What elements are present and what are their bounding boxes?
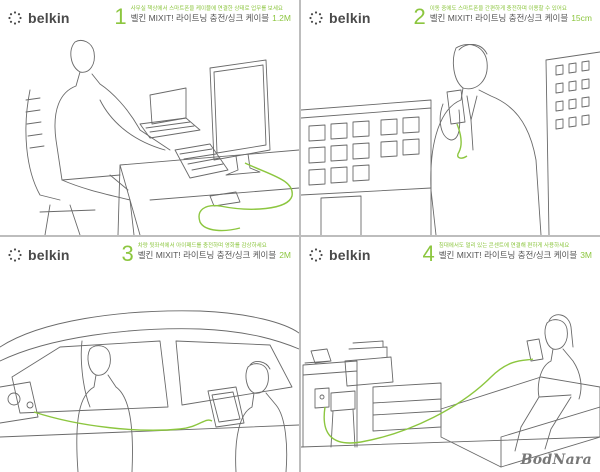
brand-logo: belkin bbox=[8, 247, 70, 263]
brand-name: belkin bbox=[329, 247, 371, 263]
brand-logo: belkin bbox=[309, 247, 371, 263]
panel-car: belkin 3 차량 뒷좌석에서 아이패드를 충전하며 영화를 감상하세요 벨… bbox=[0, 237, 299, 472]
cable-office bbox=[198, 162, 293, 232]
cable-length: 3M bbox=[580, 250, 592, 260]
brand-logo: belkin bbox=[309, 10, 371, 26]
office-scene bbox=[25, 40, 299, 235]
caption-3: 3 차량 뒷좌석에서 아이패드를 충전하며 영화를 감상하세요 벨킨 MIXIT… bbox=[121, 243, 291, 265]
panel-office: belkin 1 사무실 책상에서 스마트폰을 케이블에 연결한 상태로 업무를… bbox=[0, 0, 299, 235]
panel-street: belkin 2 이동 중에도 스마트폰을 간편하게 충전하며 이용할 수 있어… bbox=[301, 0, 600, 235]
brand-name: belkin bbox=[28, 247, 70, 263]
cable-bedroom bbox=[323, 358, 534, 444]
cable-street bbox=[456, 123, 468, 159]
caption-4: 4 침대에서도 멀리 있는 콘센트에 연결해 편하게 사용하세요 벨킨 MIXI… bbox=[422, 243, 592, 265]
cable-length: 2M bbox=[279, 250, 291, 260]
brand-logo: belkin bbox=[8, 10, 70, 26]
street-scene bbox=[301, 44, 600, 235]
caption-1: 1 사무실 책상에서 스마트폰을 케이블에 연결한 상태로 업무를 보세요 벨킨… bbox=[114, 6, 291, 28]
belkin-dots-icon bbox=[8, 248, 22, 262]
panel-bedroom: belkin 4 침대에서도 멀리 있는 콘센트에 연결해 편하게 사용하세요 … bbox=[301, 237, 600, 472]
step-number: 1 bbox=[114, 4, 127, 29]
car-scene bbox=[0, 310, 299, 472]
caption-note: 차량 뒷좌석에서 아이패드를 충전하며 영화를 감상하세요 bbox=[137, 243, 267, 249]
caption-2: 2 이동 중에도 스마트폰을 간편하게 충전하며 이용할 수 있어요 벨킨 MI… bbox=[413, 6, 592, 28]
cable-length: 15cm bbox=[571, 13, 592, 23]
cable-length: 1.2M bbox=[272, 13, 291, 23]
brand-name: belkin bbox=[28, 10, 70, 26]
cable-car bbox=[33, 411, 213, 431]
step-number: 3 bbox=[121, 241, 134, 266]
belkin-dots-icon bbox=[8, 11, 22, 25]
step-number: 2 bbox=[413, 4, 426, 29]
belkin-dots-icon bbox=[309, 11, 323, 25]
caption-note: 이동 중에도 스마트폰을 간편하게 충전하며 이용할 수 있어요 bbox=[429, 6, 567, 12]
caption-note: 사무실 책상에서 스마트폰을 케이블에 연결한 상태로 업무를 보세요 bbox=[130, 6, 283, 12]
brand-name: belkin bbox=[329, 10, 371, 26]
bedroom-scene bbox=[301, 314, 600, 468]
caption-note: 침대에서도 멀리 있는 콘센트에 연결해 편하게 사용하세요 bbox=[438, 243, 570, 249]
watermark: BodNara bbox=[520, 452, 592, 468]
belkin-dots-icon bbox=[309, 248, 323, 262]
step-number: 4 bbox=[422, 241, 435, 266]
divider-horizontal bbox=[0, 235, 600, 237]
